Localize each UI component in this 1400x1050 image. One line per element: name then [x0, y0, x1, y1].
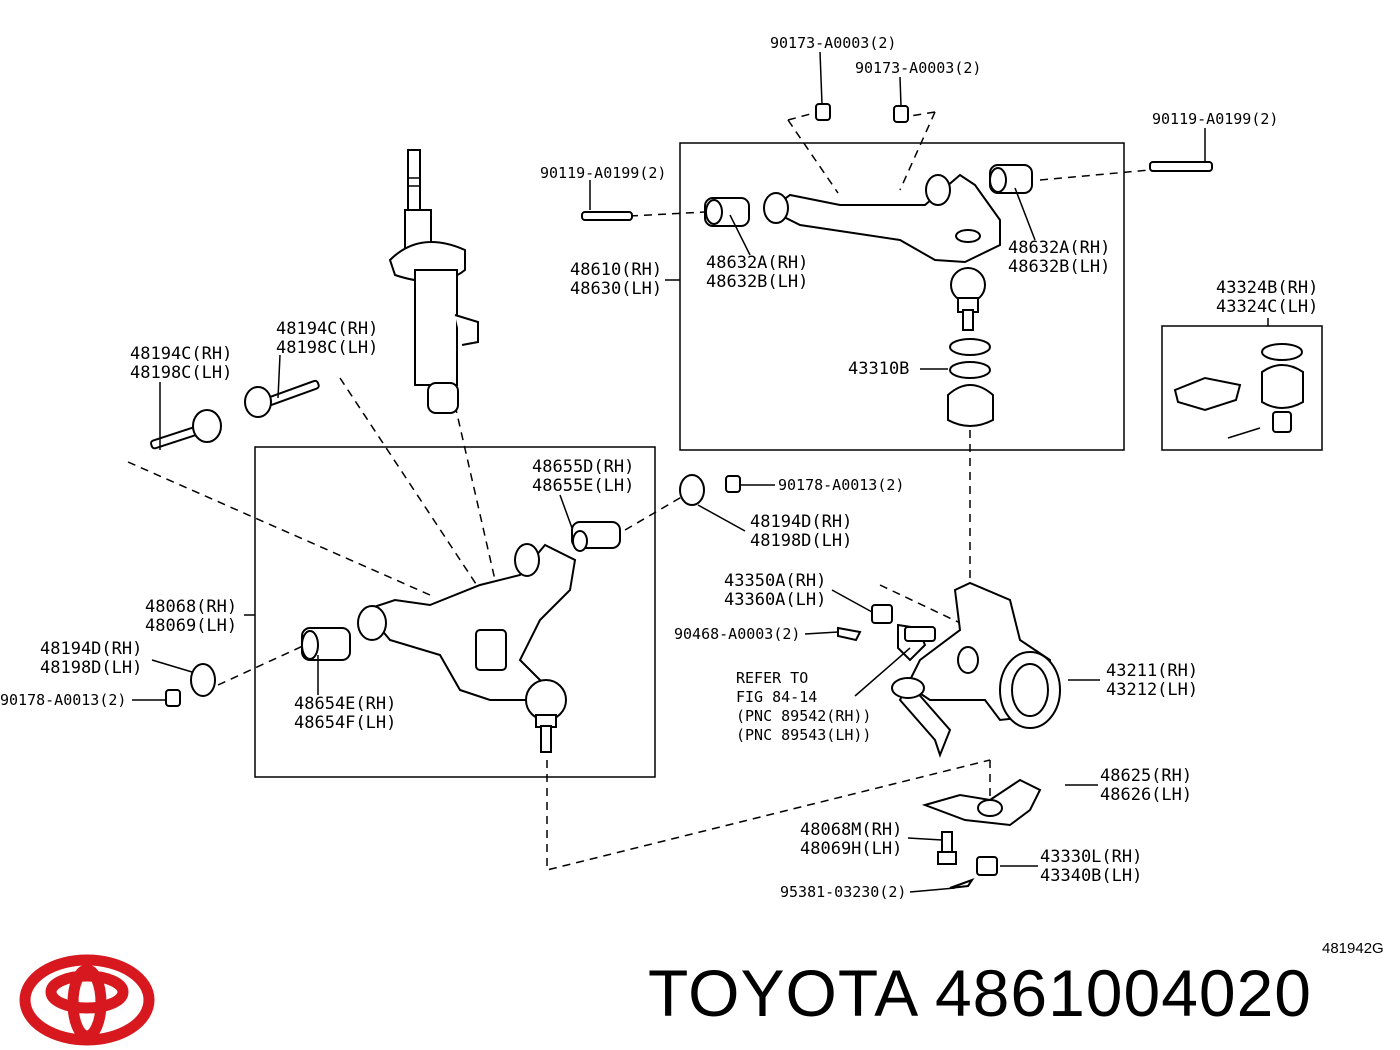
- label-cam-bolt-left-lh: 48198C(LH): [130, 363, 232, 383]
- label-clip: 90468-A0003(2): [674, 625, 800, 643]
- upper-control-arm: [581, 103, 1213, 264]
- cam-bolts: [150, 379, 320, 450]
- label-bolt-lower-rh: 48068M(RH): [800, 820, 902, 840]
- upper-arm-group-box: [679, 142, 1125, 451]
- label-upper-arm-rh: 48610(RH): [570, 260, 662, 280]
- label-bush-rear-rh: 48655D(RH): [532, 457, 634, 477]
- label-refer-2: FIG 84-14: [736, 688, 817, 706]
- label-lower-joint-rh: 48625(RH): [1100, 766, 1192, 786]
- lower-ball-joint: [525, 679, 567, 753]
- label-bush-right-lh: 48632B(LH): [1008, 257, 1110, 277]
- label-upper-arm-lh: 48630(LH): [570, 279, 662, 299]
- label-nut-rear: 90178-A0013(2): [778, 476, 904, 494]
- boot-kit: [1173, 343, 1304, 439]
- label-bush-rear-lh: 48655E(LH): [532, 476, 634, 496]
- label-nut-lower-rh: 43330L(RH): [1040, 847, 1142, 867]
- label-ball-joint-upper: 43310B: [848, 359, 909, 379]
- label-knuckle-rh: 43211(RH): [1106, 661, 1198, 681]
- label-cam-bolt-left-rh: 48194C(RH): [130, 344, 232, 364]
- label-boot-kit-lh: 43324C(LH): [1216, 297, 1318, 317]
- shock-absorber: [388, 149, 479, 414]
- label-nut-lower-lh: 43340B(LH): [1040, 866, 1142, 886]
- label-cam-plate-front-rh: 48194D(RH): [40, 639, 142, 659]
- label-bolt-lower-lh: 48069H(LH): [800, 839, 902, 859]
- label-cam-plate-front-lh: 48198D(LH): [40, 658, 142, 678]
- toyota-logo: [19, 954, 155, 1046]
- leader-lines: [132, 51, 1269, 893]
- label-nut-upper-b: 90173-A0003(2): [855, 59, 981, 77]
- label-cam-plate-rear-rh: 48194D(RH): [750, 512, 852, 532]
- label-bush-front-rh: 48654E(RH): [294, 694, 396, 714]
- label-knuckle-lh: 43212(LH): [1106, 680, 1198, 700]
- lower-arm-group-box: [254, 446, 656, 778]
- label-bolt-upper-right: 90119-A0199(2): [1152, 110, 1278, 128]
- upper-ball-joint: [947, 267, 994, 427]
- label-lower-arm-rh: 48068(RH): [145, 597, 237, 617]
- lower-ball-joint-knuckle: [921, 778, 1042, 889]
- label-cam-bolt-upper-lh: 48198C(LH): [276, 338, 378, 358]
- brand-part-number: TOYOTA 4861004020: [648, 956, 1313, 1030]
- label-lower-joint-lh: 48626(LH): [1100, 785, 1192, 805]
- label-nut-upper-a: 90173-A0003(2): [770, 34, 896, 52]
- label-refer-3: (PNC 89542(RH)): [736, 707, 871, 725]
- label-bush-left-rh: 48632A(RH): [706, 253, 808, 273]
- label-nut-front: 90178-A0013(2): [0, 691, 126, 709]
- label-bush-right-rh: 48632A(RH): [1008, 238, 1110, 258]
- boot-kit-box: [1161, 325, 1323, 451]
- lower-control-arm: [165, 474, 741, 707]
- label-refer-4: (PNC 89543(LH)): [736, 726, 871, 744]
- label-refer-1: REFER TO: [736, 669, 808, 687]
- label-bracket-rh: 43350A(RH): [724, 571, 826, 591]
- steering-knuckle: [891, 581, 1061, 758]
- label-cam-plate-rear-lh: 48198D(LH): [750, 531, 852, 551]
- label-bush-front-lh: 48654F(LH): [294, 713, 396, 733]
- label-cotter-pin: 95381-03230(2): [780, 883, 906, 901]
- label-cam-bolt-upper-rh: 48194C(RH): [276, 319, 378, 339]
- label-boot-kit-rh: 43324B(RH): [1216, 278, 1318, 298]
- bracket-clip: [837, 604, 936, 662]
- label-lower-arm-lh: 48069(LH): [145, 616, 237, 636]
- label-bracket-lh: 43360A(LH): [724, 590, 826, 610]
- figure-code: 481942G: [1322, 940, 1384, 957]
- label-bush-left-lh: 48632B(LH): [706, 272, 808, 292]
- label-bolt-upper-left: 90119-A0199(2): [540, 164, 666, 182]
